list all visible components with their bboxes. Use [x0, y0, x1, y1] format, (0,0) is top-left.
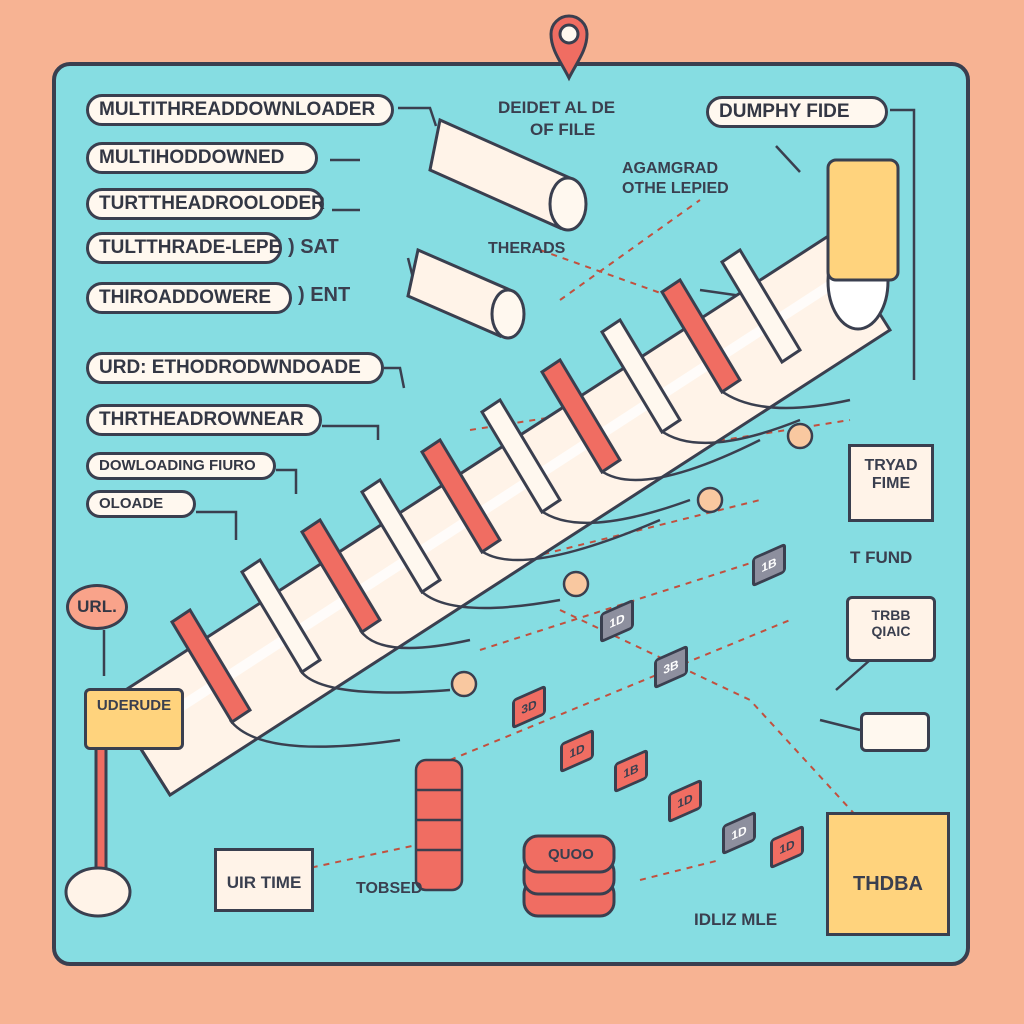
thread-faces [450, 422, 814, 698]
label-sat: ) SAT [288, 236, 339, 258]
label-multithreaddownloader: MULTITHREADDOWNLOADER [86, 94, 394, 126]
label-agamgrad: AGAMGRAD [622, 160, 718, 177]
small-device-box [860, 712, 930, 752]
label-dumphy-fide: DUMPHY FIDE [706, 96, 888, 128]
uir-time-box: UIR TIME [214, 848, 314, 912]
label-oloade: OLOADE [86, 490, 196, 518]
label-idliz-mle: IDLIZ MLE [694, 910, 778, 929]
label-tobsed: TOBSED [356, 880, 423, 897]
queue-stack [522, 834, 616, 918]
url-bubble: URL. [66, 584, 128, 630]
connector-line [398, 106, 438, 127]
label-turtthreadroolder: TURTTHEADROOLODER [86, 188, 325, 220]
location-pin-icon [549, 14, 589, 82]
label-thiroaddowere: THIROADDOWERE [86, 282, 292, 314]
label-multihoddowned: MULTIHODDOWNED [86, 142, 318, 174]
pole [64, 746, 132, 918]
uderude-sign: UDERUDE [84, 688, 184, 750]
label-othe-lepied: OTHE LEPIED [622, 180, 729, 197]
yellow-post [826, 158, 900, 282]
label-dowloading-fiuro: DOWLOADING FIURO [86, 452, 276, 480]
label-of-file: OF FILE [530, 120, 596, 139]
file-cylinder-top [428, 117, 588, 232]
qiaic-label: QIAIC [871, 623, 911, 639]
trbb-box: TRBB QIAIC [846, 596, 936, 662]
thread-ribbons [229, 388, 851, 748]
label-urd: URD: ETHODRODWNDOADE [86, 352, 384, 384]
byte-stack [414, 758, 464, 892]
fime-label: FIME [871, 475, 911, 492]
thdba-box: THDBA [826, 812, 950, 936]
file-cylinder-mid [406, 247, 526, 340]
label-t-fund: T FUND [850, 548, 913, 567]
trbb-label: TRBB [871, 607, 911, 623]
label-tultthrade-lepe: TULTTHRADE-LEPE [86, 232, 282, 264]
label-quoo: QUOO [548, 846, 594, 863]
label-therads: THERADS [488, 240, 566, 257]
label-ent: ) ENT [298, 284, 351, 306]
label-thrtheadrowneear: THRTHEADROWNEAR [86, 404, 322, 436]
tryad-label: TRYAD [864, 457, 918, 474]
label-deidet: DEIDET AL DE [498, 98, 616, 117]
tryad-box: TRYAD FIME [848, 444, 934, 522]
